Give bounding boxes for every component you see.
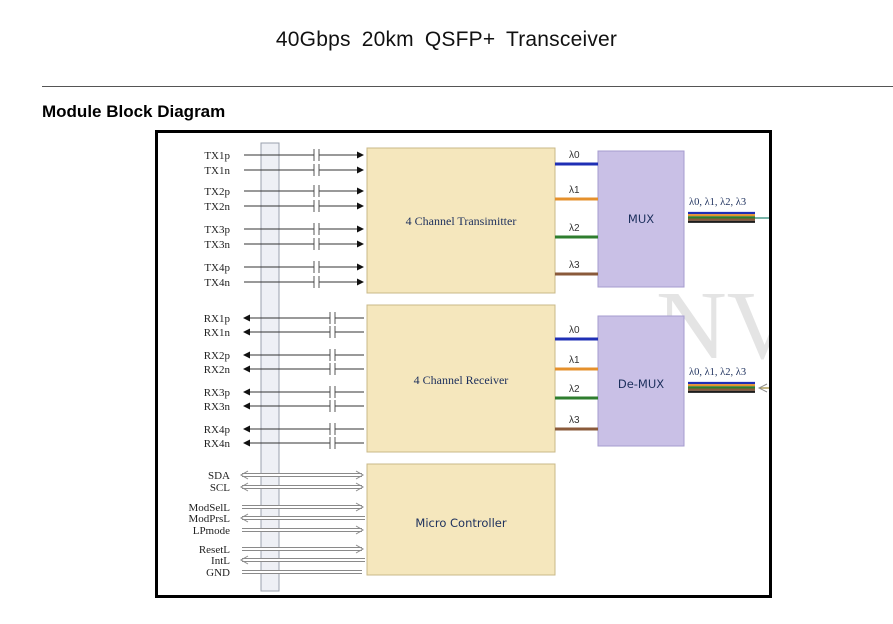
rx-pin-label: RX2n [204, 364, 231, 376]
demux-input-arrowhead [757, 383, 768, 393]
tx-pin-label: TX2p [204, 186, 230, 198]
demux-label: De-MUX [618, 377, 664, 391]
tx-pin-label: TX1n [204, 165, 230, 177]
mux-block [597, 150, 685, 288]
control-pin-label: ModPrsL [188, 513, 230, 525]
control-arrowhead-right [355, 482, 365, 492]
receiver-block [366, 304, 556, 453]
tx-lambda-label: λ3 [569, 260, 580, 271]
tx-pin-label: TX2n [204, 201, 230, 213]
tx-lambda-label: λ1 [569, 185, 580, 196]
receiver-label: 4 Channel Receiver [414, 373, 509, 387]
tx-capacitor-gap [314, 224, 319, 234]
document-title: 40Gbps 20km QSFP+ Transceiver [275, 28, 618, 51]
title-divider [42, 86, 893, 87]
control-arrowhead-right [355, 502, 365, 512]
tx-pin-label: TX4p [204, 262, 230, 274]
control-arrowhead-right [355, 525, 365, 535]
control-arrowhead-left [239, 482, 249, 492]
mux-label: MUX [628, 212, 654, 226]
rx-lambda-label: λ0 [569, 325, 580, 336]
rx-pin-label: RX1p [204, 313, 231, 325]
demux-block [597, 315, 685, 447]
control-pin-label: ModSelL [188, 502, 230, 514]
rx-pin-label: RX4p [204, 424, 231, 436]
tx-lambda-label: λ0 [569, 150, 580, 161]
control-pin-label: LPmode [193, 525, 230, 537]
micro-controller-block [366, 463, 556, 576]
rx-lambda-label: λ3 [569, 415, 580, 426]
mux-output-label: λ0, λ1, λ2, λ3 [689, 197, 746, 208]
rx-lambda-label: λ1 [569, 355, 580, 366]
tx-capacitor-gap [314, 262, 319, 272]
control-arrowhead-left [239, 470, 249, 480]
rx-capacitor-gap [330, 364, 335, 374]
section-heading: Module Block Diagram [42, 102, 226, 121]
rx-capacitor-gap [330, 424, 335, 434]
tx-capacitor-gap [314, 277, 319, 287]
tx-capacitor-gap [314, 165, 319, 175]
control-pin-label: GND [206, 567, 230, 579]
rx-lambda-label: λ2 [569, 384, 580, 395]
tx-pin-label: TX3n [204, 239, 230, 251]
tx-capacitor-gap [314, 239, 319, 249]
rx-capacitor-gap [330, 313, 335, 323]
rx-capacitor-gap [330, 350, 335, 360]
rx-pin-label: RX4n [204, 438, 231, 450]
tx-capacitor-gap [314, 150, 319, 160]
control-arrowhead-left [239, 513, 249, 523]
micro-controller-label: Micro Controller [415, 516, 506, 530]
tx-pin-label: TX1p [204, 150, 230, 162]
tx-pin-label: TX4n [204, 277, 230, 289]
control-pin-label: ResetL [199, 544, 230, 556]
transmitter-label: 4 Channel Transimitter [406, 214, 517, 228]
control-pin-label: SDA [208, 470, 230, 482]
rx-capacitor-gap [330, 387, 335, 397]
tx-lambda-label: λ2 [569, 223, 580, 234]
rx-capacitor-gap [330, 327, 335, 337]
control-arrowhead-right [355, 544, 365, 554]
rx-capacitor-gap [330, 401, 335, 411]
tx-capacitor-gap [314, 201, 319, 211]
control-pin-label: IntL [211, 555, 230, 567]
control-arrowhead-right [355, 470, 365, 480]
transmitter-block [366, 147, 556, 294]
rx-pin-label: RX1n [204, 327, 231, 339]
rx-pin-label: RX3n [204, 401, 231, 413]
rx-capacitor-gap [330, 438, 335, 448]
tx-pin-label: TX3p [204, 224, 230, 236]
demux-input-label: λ0, λ1, λ2, λ3 [689, 367, 746, 378]
control-arrowhead-left [239, 555, 249, 565]
rx-pin-label: RX2p [204, 350, 231, 362]
rx-pin-label: RX3p [204, 387, 231, 399]
control-pin-label: SCL [210, 482, 230, 494]
tx-capacitor-gap [314, 186, 319, 196]
signal-bus-bar [260, 142, 280, 592]
